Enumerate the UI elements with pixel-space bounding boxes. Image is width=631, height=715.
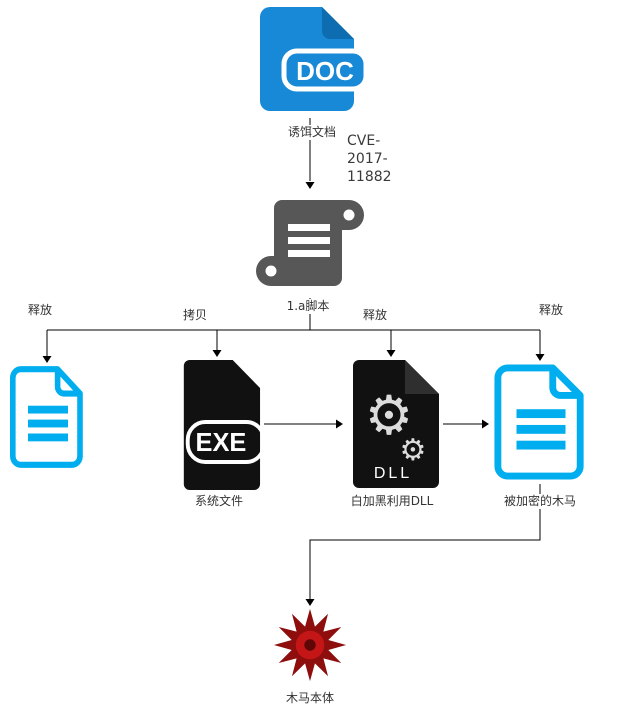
encrypted-trojan-label: 被加密的木马 <box>501 494 579 509</box>
doc-fold <box>322 7 354 39</box>
doc-outline <box>10 366 83 468</box>
dll-fold <box>405 360 439 394</box>
exe-body <box>183 360 261 490</box>
doc-badge <box>281 48 368 92</box>
scroll-curl-top <box>343 209 355 221</box>
doc-fold-line <box>54 370 79 397</box>
dll-file-icon: ⚙ ⚙ DLL <box>353 360 439 488</box>
dll-label: 白加黑利用DLL <box>348 494 436 509</box>
script-label: 1.a脚本 <box>284 299 332 314</box>
connector-lines <box>46 118 541 599</box>
exe-badge <box>185 420 262 464</box>
virus-core <box>304 639 316 651</box>
doc-outline <box>494 364 584 480</box>
decoy-doc-label: 诱饵文档 <box>285 125 339 140</box>
virus-icon <box>273 608 347 682</box>
edge-label-release-right: 释放 <box>536 303 566 318</box>
exe-file-icon: EXE <box>183 360 262 490</box>
edge-label-release-left: 释放 <box>25 303 55 318</box>
dll-badge-text: DLL <box>374 465 412 482</box>
exe-label: 系统文件 <box>192 494 246 509</box>
script-icon <box>256 200 364 286</box>
scroll-text-lines <box>288 224 330 257</box>
doc-text-lines <box>516 409 566 450</box>
decoy-doc-icon: DOC <box>260 7 368 111</box>
doc-badge-text: DOC <box>296 56 354 86</box>
edge-label-release-middle: 释放 <box>360 308 390 323</box>
arrowheads <box>42 182 545 606</box>
trojan-body-label: 木马本体 <box>283 691 337 706</box>
edge-label-copy: 拷贝 <box>180 308 210 323</box>
exe-badge-text: EXE <box>196 429 247 457</box>
dropped-doc-icon <box>10 366 83 468</box>
gear-icon-small: ⚙ <box>400 434 427 467</box>
cve-exploit-label: CVE- 2017- 11882 <box>345 132 394 186</box>
encrypted-trojan-doc-icon <box>494 364 584 480</box>
scroll-curl-bottom <box>265 265 277 277</box>
gear-icon: ⚙ <box>365 386 413 446</box>
doc-fold-line <box>549 369 579 399</box>
edge-doc-to-virus <box>309 484 541 599</box>
doc-text-lines <box>28 405 68 442</box>
